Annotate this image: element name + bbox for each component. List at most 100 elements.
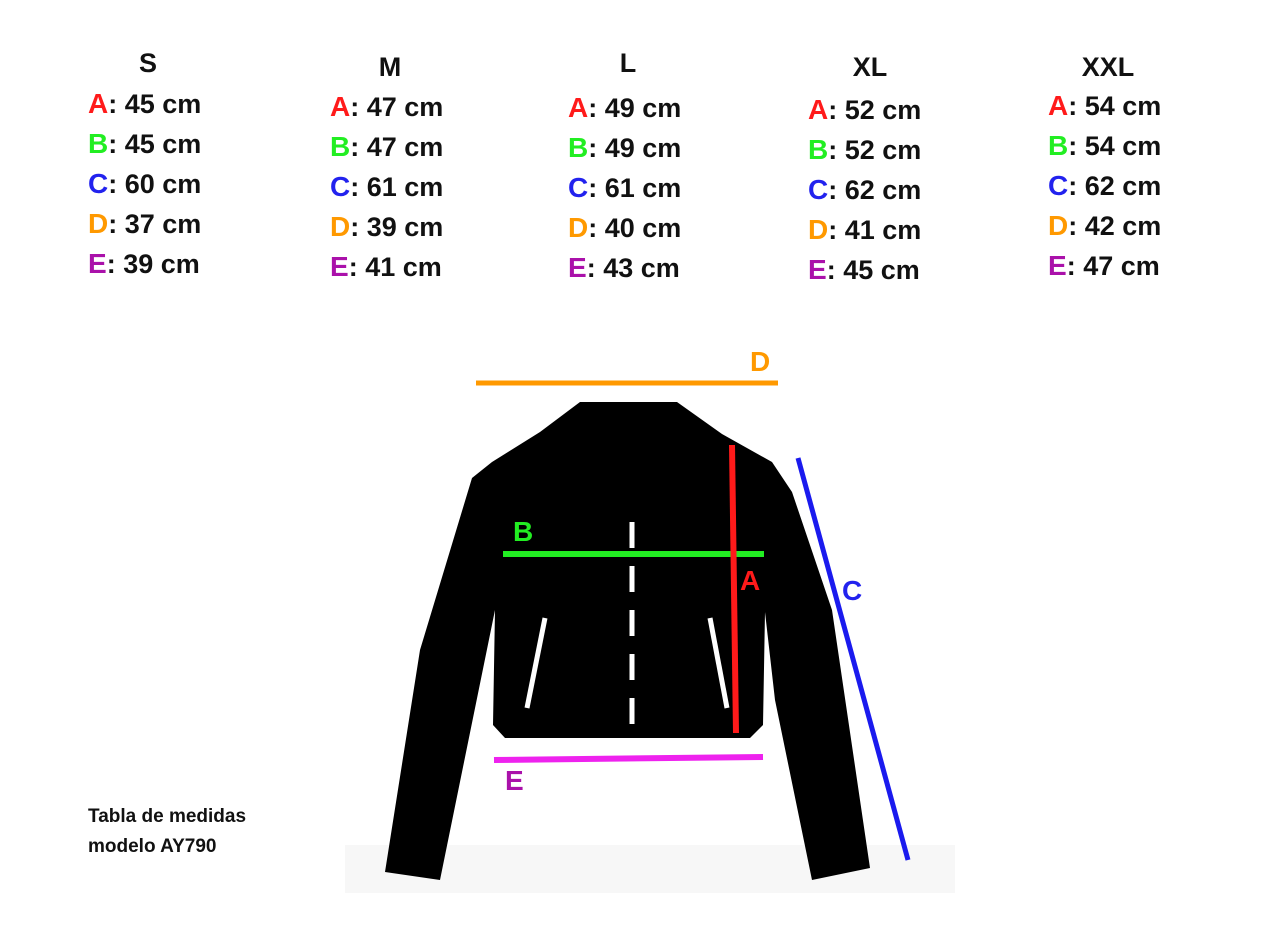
measure-value: 49 cm — [604, 93, 682, 123]
measure-row-c: C: 60 cm — [88, 168, 201, 200]
colon: : — [828, 175, 845, 205]
measure-row-b: B: 54 cm — [1048, 130, 1161, 162]
measure-row-b: B: 45 cm — [88, 128, 201, 160]
colon: : — [1068, 211, 1085, 241]
measure-value: 39 cm — [123, 249, 200, 279]
size-header-m: M — [378, 52, 402, 82]
measure-letter: B — [330, 131, 351, 162]
measure-row-c: C: 62 cm — [1048, 170, 1161, 202]
measure-value: 41 cm — [365, 252, 442, 282]
measure-row-e: E: 43 cm — [568, 252, 680, 284]
measure-line-a — [729, 444, 739, 734]
colon: : — [108, 169, 125, 199]
measure-letter: B — [568, 132, 589, 163]
colon: : — [108, 89, 125, 119]
measure-letter: C — [568, 172, 589, 203]
measure-value: 45 cm — [843, 255, 920, 285]
right-pocket — [707, 617, 730, 709]
measure-value: 45 cm — [124, 129, 202, 159]
measure-value: 54 cm — [1084, 131, 1162, 161]
measure-row-a: A: 49 cm — [568, 92, 681, 124]
measure-letter: C — [1048, 170, 1069, 201]
measure-value: 41 cm — [844, 215, 922, 245]
measure-value: 39 cm — [366, 212, 444, 242]
measure-letter: A — [568, 92, 589, 123]
measure-letter: D — [88, 208, 109, 239]
measure-letter: A — [808, 94, 829, 125]
measure-letter: E — [568, 252, 587, 283]
left-pocket — [524, 617, 548, 709]
measure-value: 40 cm — [604, 213, 682, 243]
measure-row-c: C: 62 cm — [808, 174, 921, 206]
colon: : — [588, 173, 605, 203]
caption-title: Tabla de medidas — [88, 806, 247, 827]
measure-letter: B — [808, 134, 829, 165]
measure-value: 61 cm — [366, 172, 444, 202]
colon: : — [1068, 91, 1085, 121]
measure-row-e: E: 41 cm — [330, 251, 442, 283]
measure-row-c: C: 61 cm — [330, 171, 443, 203]
caption-model: modelo AY790 — [88, 836, 217, 857]
measure-letter: A — [330, 91, 351, 122]
size-header-s: S — [138, 48, 157, 78]
label-d: D — [750, 346, 770, 377]
measure-row-e: E: 39 cm — [88, 248, 200, 280]
colon: : — [828, 215, 845, 245]
measure-letter: E — [1048, 250, 1067, 281]
measure-row-b: B: 47 cm — [330, 131, 443, 163]
measure-line-e — [493, 754, 764, 763]
colon: : — [350, 172, 367, 202]
measure-letter: C — [88, 168, 109, 199]
measure-row-c: C: 61 cm — [568, 172, 681, 204]
measure-row-b: B: 49 cm — [568, 132, 681, 164]
colon: : — [348, 252, 366, 282]
measure-letter: D — [568, 212, 589, 243]
colon: : — [588, 93, 605, 123]
measure-letter: D — [1048, 210, 1069, 241]
measure-value: 45 cm — [124, 89, 202, 119]
colon: : — [108, 129, 125, 159]
colon: : — [828, 95, 845, 125]
colon: : — [1068, 171, 1085, 201]
measure-letter: E — [88, 248, 107, 279]
measure-letter: E — [808, 254, 827, 285]
caption: Tabla de medidas modelo AY790 — [88, 802, 246, 862]
colon: : — [588, 133, 605, 163]
measure-letter: D — [330, 211, 351, 242]
colon: : — [588, 213, 605, 243]
measure-value: 37 cm — [124, 209, 202, 239]
label-c: C — [842, 575, 862, 606]
measure-row-a: A: 45 cm — [88, 88, 201, 120]
measure-letter: C — [808, 174, 829, 205]
measure-row-d: D: 37 cm — [88, 208, 201, 240]
measure-row-d: D: 42 cm — [1048, 210, 1161, 242]
measure-value: 62 cm — [1084, 171, 1162, 201]
measure-row-e: E: 47 cm — [1048, 250, 1160, 282]
measure-value: 42 cm — [1084, 211, 1162, 241]
measure-row-a: A: 47 cm — [330, 91, 443, 123]
size-header-l: L — [619, 48, 637, 78]
measure-letter: C — [330, 171, 351, 202]
colon: : — [828, 135, 845, 165]
measure-value: 47 cm — [366, 92, 444, 122]
measure-value: 47 cm — [1083, 251, 1160, 281]
colon: : — [350, 212, 367, 242]
colon: : — [350, 92, 367, 122]
measure-value: 52 cm — [844, 135, 922, 165]
measure-row-d: D: 41 cm — [808, 214, 921, 246]
measure-row-a: A: 52 cm — [808, 94, 921, 126]
measure-row-d: D: 39 cm — [330, 211, 443, 243]
measure-value: 61 cm — [604, 173, 682, 203]
colon: : — [1068, 131, 1085, 161]
measure-row-a: A: 54 cm — [1048, 90, 1161, 122]
size-header-xxl: XXL — [1081, 52, 1135, 82]
measure-letter: B — [1048, 130, 1069, 161]
size-header-xl: XL — [852, 52, 888, 82]
measure-letter: B — [88, 128, 109, 159]
measure-letter: D — [808, 214, 829, 245]
colon: : — [108, 209, 125, 239]
label-e: E — [505, 765, 524, 796]
colon: : — [350, 132, 367, 162]
measure-value: 43 cm — [603, 253, 680, 283]
